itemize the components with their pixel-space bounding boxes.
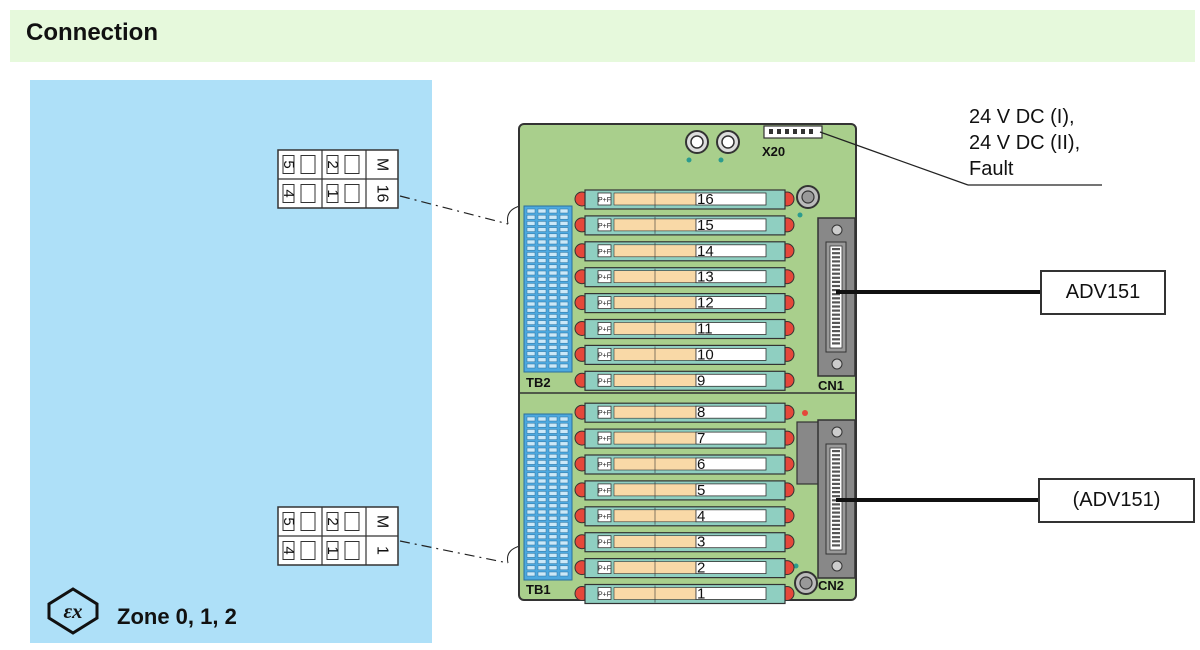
module-badge-icon: P+F bbox=[598, 488, 611, 495]
terminal-channel-label: M bbox=[374, 515, 391, 528]
leader-line-upper bbox=[399, 195, 509, 225]
cn2-label: CN2 bbox=[818, 578, 844, 593]
module-slot-number: 3 bbox=[697, 534, 705, 551]
module-slot-number: 15 bbox=[697, 217, 714, 234]
module-slot-9: P+F 9 bbox=[574, 370, 795, 391]
module-slot-12: P+F 12 bbox=[574, 293, 795, 314]
terminal-number: 5 bbox=[280, 517, 297, 525]
terminal-channel-label: 16 bbox=[374, 185, 391, 203]
module-slot-number: 16 bbox=[697, 191, 714, 208]
power-jack-left bbox=[685, 130, 709, 163]
terminal-channel-label: 1 bbox=[374, 546, 391, 555]
callout-line-3: Fault bbox=[969, 158, 1014, 180]
module-badge-icon: P+F bbox=[598, 327, 611, 334]
terminal-block-lower: 5 2 M 4 1 1 bbox=[277, 506, 399, 566]
terminal-block-upper: 5 2 M 4 1 16 bbox=[277, 149, 399, 209]
module-slot-7: P+F 7 bbox=[574, 428, 795, 449]
callout-leader bbox=[819, 131, 969, 186]
module-slot-number: 13 bbox=[697, 269, 714, 286]
x20-label: X20 bbox=[762, 144, 785, 159]
module-badge-icon: P+F bbox=[598, 462, 611, 469]
module-slot-10: P+F 10 bbox=[574, 344, 795, 365]
module-badge-icon: P+F bbox=[598, 378, 611, 385]
module-slot-16: P+F 16 bbox=[574, 189, 795, 210]
leader-arc-upper bbox=[507, 205, 521, 225]
module-slot-number: 1 bbox=[697, 586, 705, 603]
terminal-number: 4 bbox=[280, 546, 297, 554]
power-callout: 24 V DC (I), 24 V DC (II), Fault bbox=[969, 104, 1080, 182]
status-led bbox=[802, 410, 808, 416]
module-slot-3: P+F 3 bbox=[574, 532, 795, 553]
adv151-label: ADV151 bbox=[1040, 270, 1166, 315]
ground-screw-upper bbox=[796, 185, 820, 218]
power-jack-right bbox=[716, 130, 740, 163]
tb2-label: TB2 bbox=[526, 375, 551, 390]
module-slot-4: P+F 4 bbox=[574, 506, 795, 527]
module-slot-number: 12 bbox=[697, 295, 714, 312]
module-slot-8: P+F 8 bbox=[574, 402, 795, 423]
module-slot-number: 14 bbox=[697, 243, 714, 260]
module-badge-icon: P+F bbox=[598, 514, 611, 521]
terminal-number: 4 bbox=[280, 189, 297, 197]
module-slot-number: 5 bbox=[697, 482, 705, 499]
module-badge-icon: P+F bbox=[598, 301, 611, 308]
leader-arc-lower bbox=[507, 545, 521, 564]
page-title: Connection bbox=[26, 19, 158, 46]
ground-screw-lower bbox=[793, 563, 818, 595]
module-slot-number: 8 bbox=[697, 404, 705, 421]
module-slot-6: P+F 6 bbox=[574, 454, 795, 475]
tb2-terminal-strip bbox=[523, 205, 573, 373]
module-slot-number: 9 bbox=[697, 372, 705, 389]
terminal-channel-label: M bbox=[374, 158, 391, 171]
module-badge-icon: P+F bbox=[598, 275, 611, 282]
terminal-number: 1 bbox=[324, 189, 341, 197]
zone-label: Zone 0, 1, 2 bbox=[117, 604, 237, 629]
tb1-label: TB1 bbox=[526, 582, 551, 597]
module-slot-number: 10 bbox=[697, 346, 714, 363]
module-slot-13: P+F 13 bbox=[574, 267, 795, 288]
module-slot-number: 4 bbox=[697, 508, 705, 525]
module-badge-icon: P+F bbox=[598, 566, 611, 573]
svg-text:εx: εx bbox=[63, 599, 82, 623]
callout-line-2: 24 V DC (II), bbox=[969, 132, 1081, 154]
module-badge-icon: P+F bbox=[598, 410, 611, 417]
module-badge-icon: P+F bbox=[598, 249, 611, 256]
module-slot-2: P+F 2 bbox=[574, 557, 795, 579]
module-badge-icon: P+F bbox=[598, 540, 611, 547]
x20-connector bbox=[763, 125, 823, 139]
module-slot-1: P+F 1 bbox=[574, 583, 795, 605]
module-slot-number: 11 bbox=[697, 321, 713, 338]
module-slot-14: P+F 14 bbox=[574, 241, 795, 262]
cn1-connector bbox=[817, 217, 856, 377]
terminal-number: 1 bbox=[324, 546, 341, 554]
module-slot-5: P+F 5 bbox=[574, 480, 795, 501]
terminal-number: 2 bbox=[324, 160, 341, 168]
module-slot-number: 2 bbox=[697, 560, 705, 577]
leader-line-lower bbox=[399, 540, 509, 564]
terminal-number: 5 bbox=[280, 160, 297, 168]
ex-hazard-icon: εx bbox=[47, 587, 99, 635]
module-badge-icon: P+F bbox=[598, 352, 611, 359]
module-badge-icon: P+F bbox=[598, 436, 611, 443]
module-badge-icon: P+F bbox=[598, 592, 611, 599]
header-bar bbox=[10, 10, 1195, 62]
callout-line-1: 24 V DC (I), bbox=[969, 106, 1075, 128]
module-slot-number: 7 bbox=[697, 430, 705, 447]
module-slot-15: P+F 15 bbox=[574, 215, 795, 236]
cn1-label: CN1 bbox=[818, 378, 844, 393]
module-slot-number: 6 bbox=[697, 456, 705, 473]
terminal-number: 2 bbox=[324, 517, 341, 525]
module-badge-icon: P+F bbox=[598, 197, 611, 204]
module-slot-11: P+F 11 bbox=[574, 318, 795, 340]
tb1-terminal-strip bbox=[523, 413, 573, 581]
module-badge-icon: P+F bbox=[598, 223, 611, 230]
adv151-paren-label: (ADV151) bbox=[1038, 478, 1195, 523]
